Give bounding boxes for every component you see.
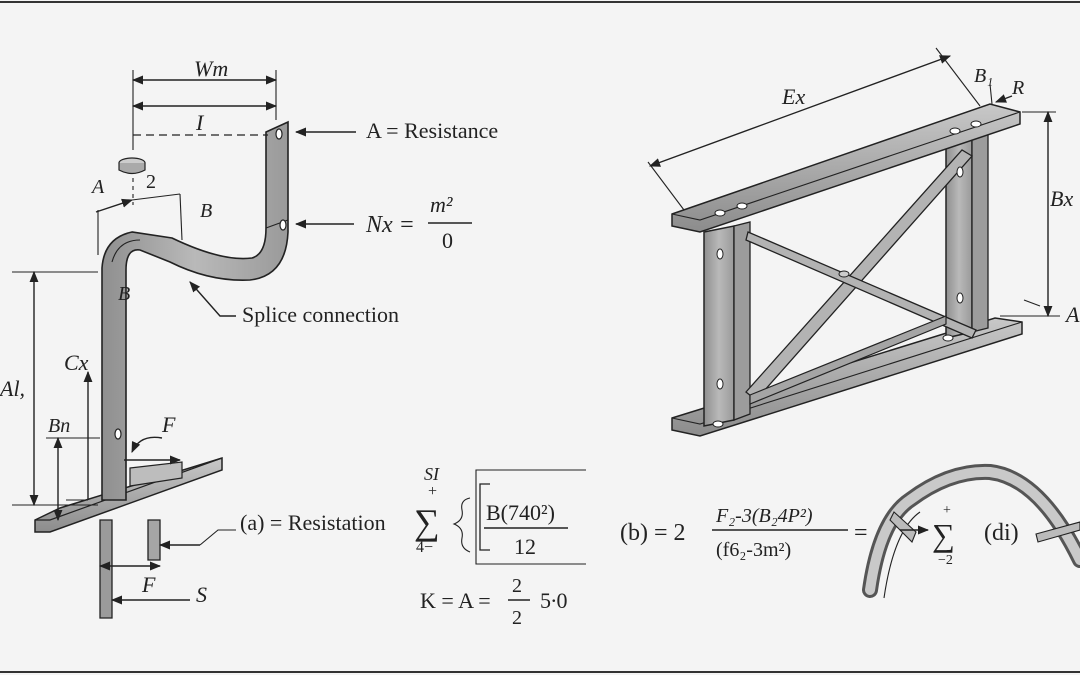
right-dimensions (647, 47, 1060, 318)
eq-b-eq: = (854, 520, 868, 546)
equation-k: K = A = 2 2 5∙0 (420, 575, 568, 629)
label-bn: Bn (48, 415, 70, 437)
callout-nx-num: m² (430, 192, 453, 217)
eq-a-lhs: (a) = Resistation (240, 510, 386, 535)
eq-a-sum-plus: + (428, 483, 437, 500)
callout-resistance: A = Resistance (366, 118, 498, 143)
curved-pipe (862, 463, 1080, 599)
eq-a-num: B(740²) (486, 500, 555, 525)
eq-a-sum-top: SI (424, 464, 440, 484)
eq-k-lhs: K = A = (420, 588, 491, 613)
left-labels: Wm I 2 A B B Cx Al, Bn F F S A = Resista… (0, 56, 498, 607)
label-2: 2 (146, 171, 156, 193)
label-b1: B₁ (974, 65, 993, 87)
label-al: Al, (0, 376, 25, 401)
label-bx: Bx (1050, 186, 1073, 211)
eq-k-tail: 5∙0 (540, 588, 568, 613)
left-dimensions (12, 70, 356, 605)
label-a-angle: A (90, 176, 105, 198)
label-b-top: B (200, 200, 212, 222)
label-edge: A (1064, 302, 1080, 327)
eq-b-tail: (di) (984, 520, 1019, 546)
right-labels: Ex B₁ R Bx A (781, 65, 1080, 327)
label-wm: Wm (194, 56, 228, 81)
label-s: S (196, 582, 207, 607)
label-i: I (195, 110, 205, 135)
equation-a: (a) = Resistation SI + ∑ 4− B(740²) 12 (240, 464, 586, 565)
sigma-icon-2: ∑ (932, 517, 955, 553)
eq-a-sum-bottom: 4− (416, 539, 433, 556)
label-f-top: F (161, 412, 176, 437)
bent-bracket (34, 120, 289, 619)
eq-b-sum-top: + (943, 503, 951, 518)
eq-a-den: 12 (514, 534, 536, 559)
label-cx: Cx (64, 350, 89, 375)
braced-frame (671, 103, 1023, 437)
eq-b-den: (f6₂-3m²) (716, 539, 791, 561)
callout-nx-den: 0 (442, 228, 453, 253)
label-b-side: B (118, 283, 130, 305)
label-r: R (1011, 77, 1024, 99)
sigma-icon: ∑ (414, 502, 440, 542)
eq-b-lhs: (b) = 2 (620, 520, 686, 546)
eq-b-num: F₂-3(B₂4P²) (715, 505, 813, 527)
equation-b: (b) = 2 F₂-3(B₂4P²) (f6₂-3m²) = + ∑ −2 (… (620, 503, 1019, 568)
eq-b-sum-bottom: −2 (938, 553, 953, 568)
label-f-bottom: F (141, 572, 156, 597)
eq-k-num: 2 (512, 575, 522, 597)
label-ex: Ex (781, 84, 805, 109)
callout-nx-lhs: Nx = (365, 212, 415, 238)
eq-k-den: 2 (512, 607, 522, 629)
splice-strap (101, 120, 289, 501)
base-plate (34, 456, 223, 533)
callout-splice: Splice connection (242, 302, 399, 327)
